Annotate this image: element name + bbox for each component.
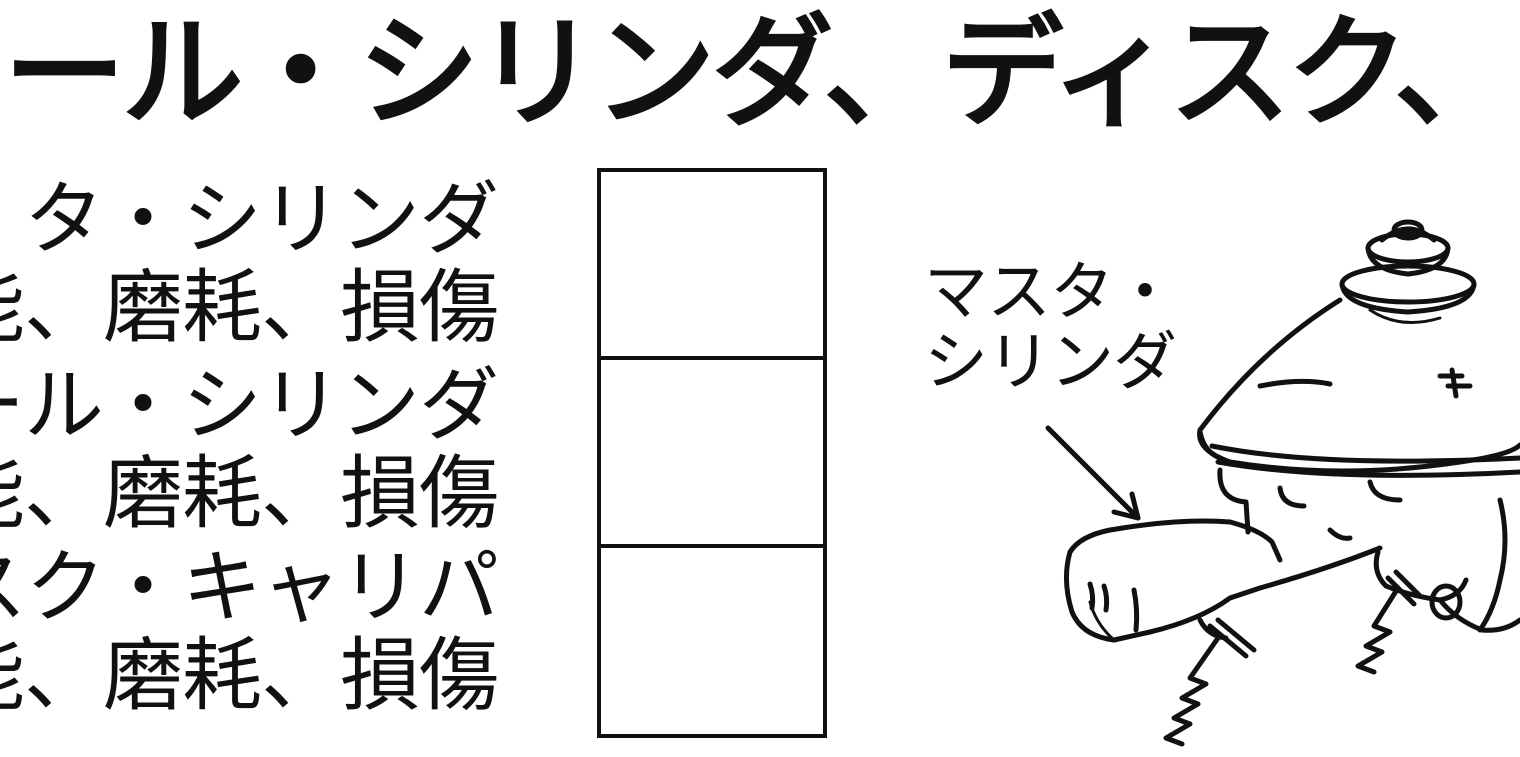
section-heading: 、ホイール・シリンダ、ディスク、キ (0, 8, 1520, 138)
check-box-wheel-cylinder[interactable] (597, 356, 827, 548)
inspection-item-list: タ・シリンダ 能、磨耗、損傷 ール・シリンダ 能、磨耗、損傷 スク・キャリパ 能… (0, 176, 520, 736)
item-wheel-cylinder-name: ール・シリンダ (0, 359, 499, 452)
callout-label-line2: シリンダ (924, 326, 1177, 400)
master-cylinder-illustration-icon (1045, 219, 1520, 747)
item-master-cylinder-name: タ・シリンダ (24, 176, 499, 266)
item-disc-caliper-detail: 能、磨耗、損傷 (0, 629, 499, 722)
item-disc-caliper-name: スク・キャリパ (0, 541, 499, 634)
check-box-master-cylinder[interactable] (597, 168, 827, 360)
check-box-disc-caliper[interactable] (597, 544, 827, 738)
master-cylinder-figure: マスタ・ シリンダ (900, 200, 1520, 757)
item-master-cylinder-detail: 能、磨耗、損傷 (0, 261, 499, 354)
section-heading-text: 、ホイール・シリンダ、ディスク、キ (0, 8, 1520, 138)
callout-label-line1: マスタ・ (924, 256, 1177, 330)
item-wheel-cylinder-detail: 能、磨耗、損傷 (0, 447, 499, 540)
